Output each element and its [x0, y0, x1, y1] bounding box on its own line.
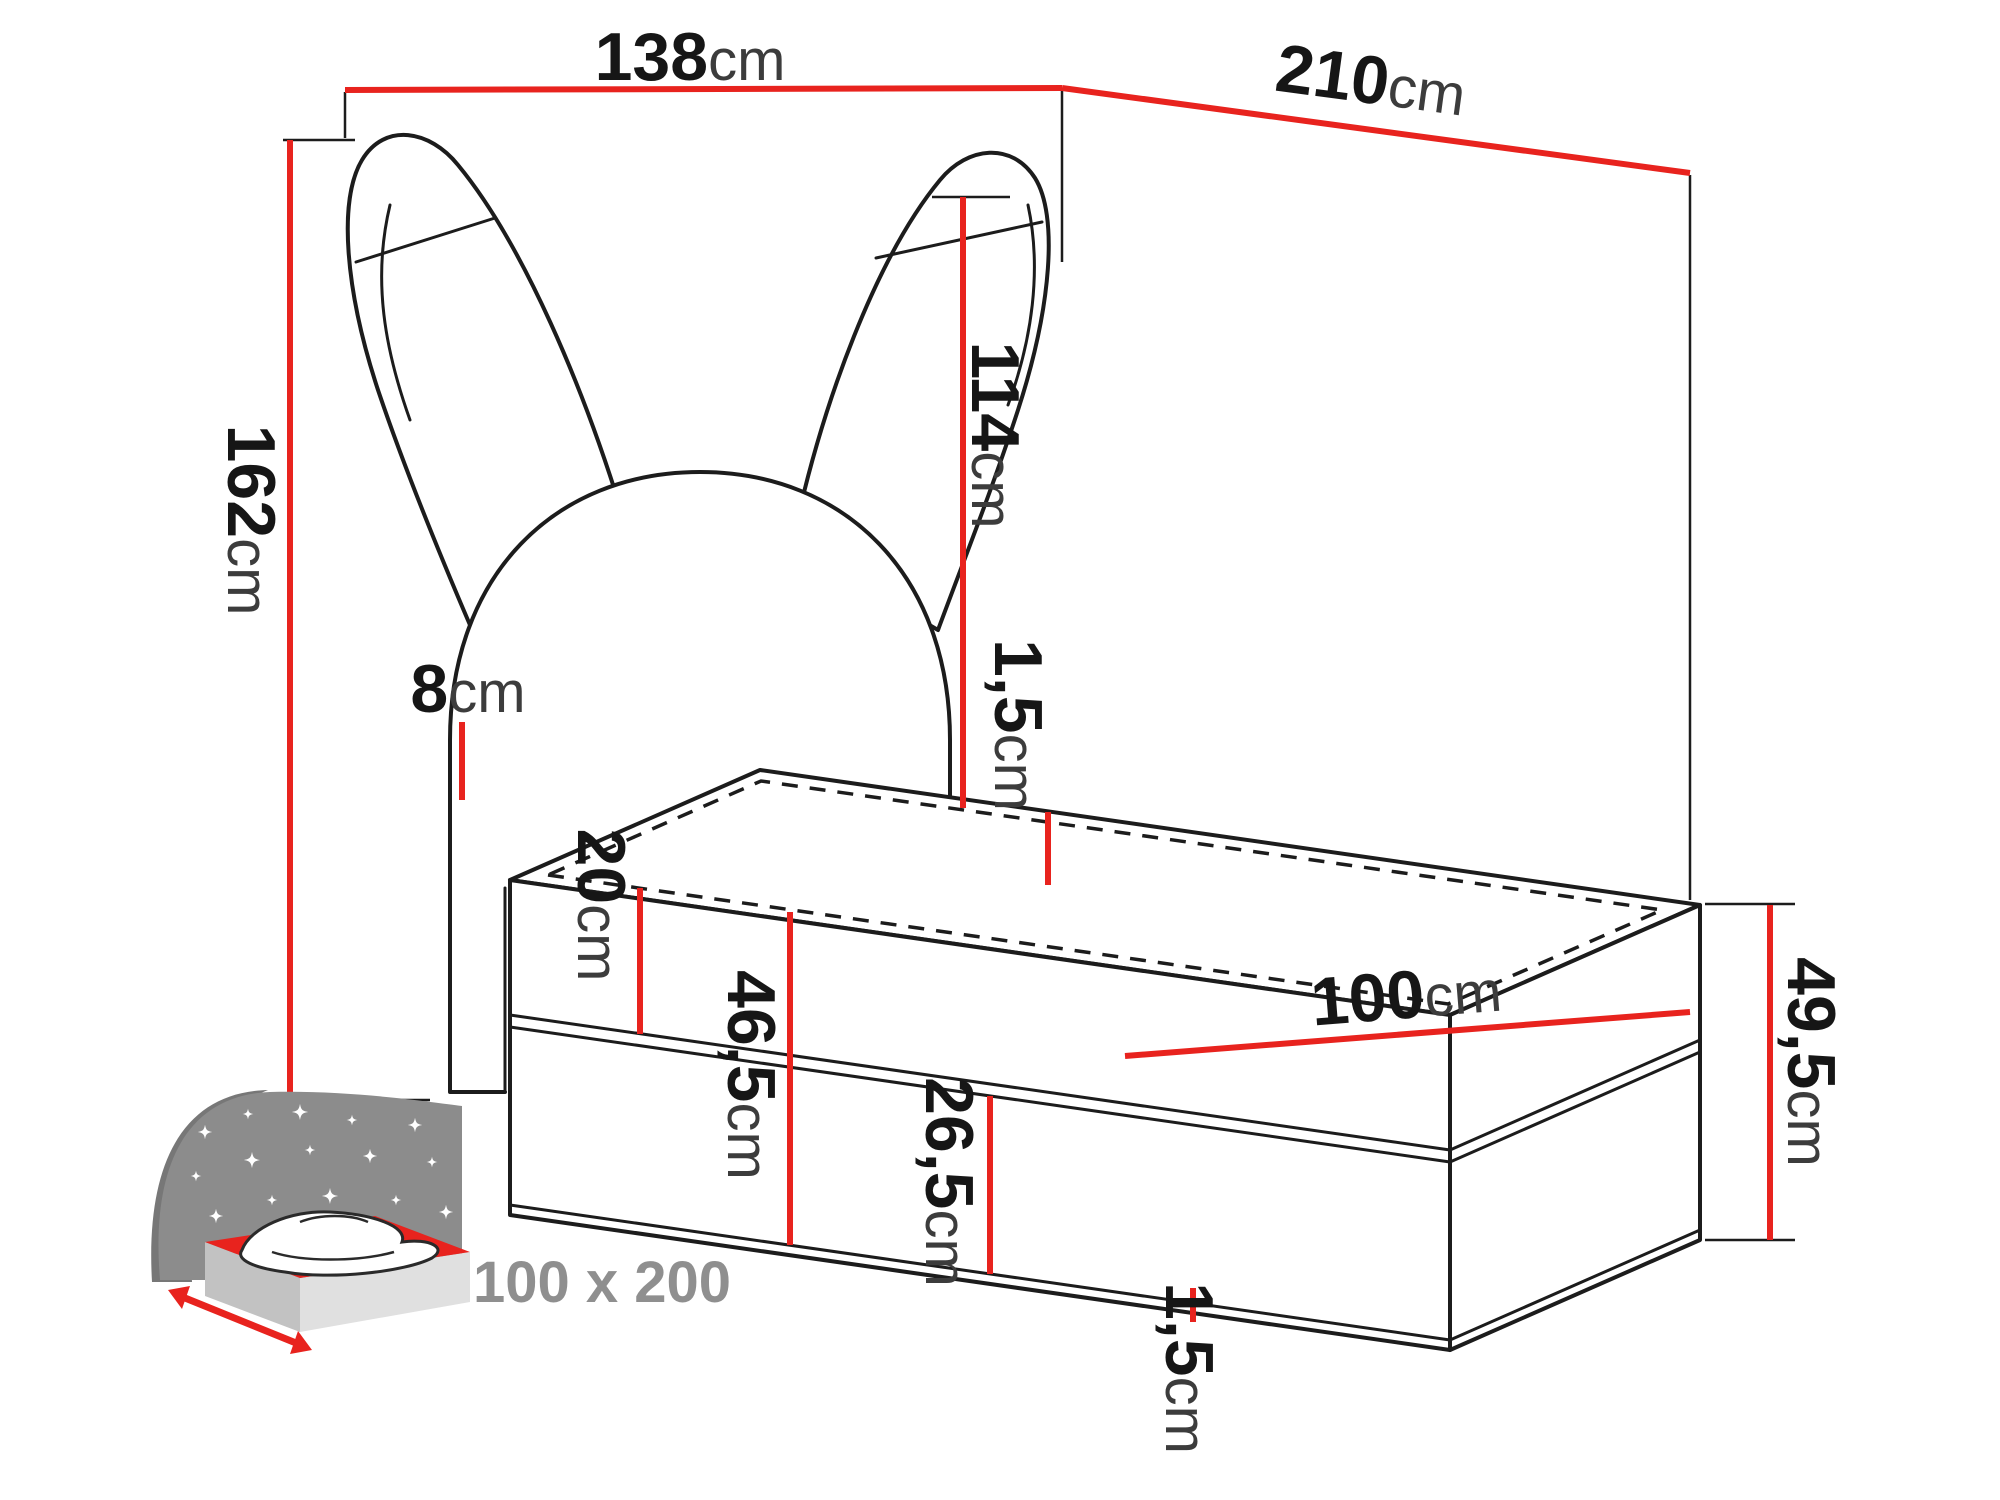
- bed-drawing: [345, 133, 1702, 1352]
- icon-blanket-fold-1: [299, 1214, 369, 1224]
- bed-size-icon: 100 x 200: [151, 1090, 731, 1354]
- left-ear: [345, 133, 632, 627]
- right-ear: [790, 150, 1051, 632]
- right-ear-fold-line: [874, 220, 1044, 260]
- icon-size-label: 100 x 200: [473, 1250, 731, 1315]
- headboard-ears: [345, 133, 1051, 632]
- icon-width-arrow: [168, 1286, 312, 1354]
- dim-label-162: 162cm: [213, 425, 289, 616]
- dimension-lines: [287, 85, 1773, 1322]
- right-ear-inner-line: [1006, 203, 1036, 407]
- base-strip-front: [508, 1203, 1452, 1342]
- mattress-seam-foot: [1448, 1050, 1702, 1164]
- dim-line-210: [1061, 85, 1691, 176]
- base-strip-foot: [1448, 1228, 1702, 1342]
- mattress-bottom-foot: [1448, 1038, 1702, 1152]
- icon-blanket: [239, 1210, 440, 1277]
- bed-box: [508, 768, 1702, 1352]
- mattress-seam-front: [508, 1025, 1452, 1164]
- dim-label-100: 100cm: [1308, 950, 1504, 1041]
- dim-label-138: 138cm: [595, 19, 786, 95]
- dim-line-100: [1124, 1009, 1691, 1059]
- dimension-labels: 138cm 210cm 162cm 114cm 8cm 20cm 46,5cm …: [213, 19, 1849, 1454]
- dim-label-26-5: 26,5cm: [911, 1077, 987, 1287]
- dim-label-210: 210cm: [1271, 30, 1470, 131]
- dim-label-49-5: 49,5cm: [1773, 957, 1849, 1167]
- dim-label-1-5-top: 1,5cm: [980, 639, 1056, 811]
- icon-base-left-face: [205, 1242, 300, 1332]
- dim-label-1-5-bottom: 1,5cm: [1151, 1282, 1227, 1454]
- mattress-stitch-line: [547, 779, 1669, 1006]
- dim-line-138: [344, 85, 1063, 93]
- icon-blanket-fold-2: [271, 1250, 395, 1261]
- left-ear-fold-line: [354, 216, 497, 264]
- dim-label-114: 114cm: [957, 341, 1033, 528]
- dim-label-46-5: 46,5cm: [713, 970, 789, 1180]
- dim-label-8: 8cm: [410, 651, 525, 727]
- left-ear-inner-line: [380, 203, 412, 422]
- dim-label-20: 20cm: [563, 829, 639, 982]
- mattress-bottom-front: [508, 1013, 1452, 1152]
